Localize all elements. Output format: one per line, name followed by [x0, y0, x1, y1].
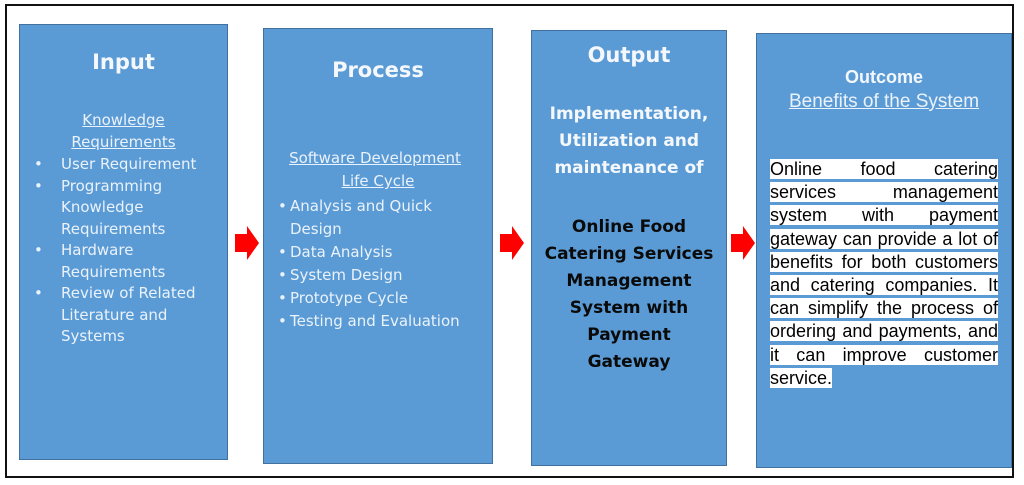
bullet-icon: • [34, 176, 43, 195]
process-list-item: • Testing and Evaluation [278, 310, 490, 333]
input-list-item: • User Requirement [34, 154, 224, 176]
input-list-item: • Hardware Requirements [34, 241, 166, 281]
process-subtitle-line1: Software Development [289, 149, 461, 167]
output-system-name: Online Food Catering Services Management… [544, 217, 714, 372]
process-list-item: • Analysis and Quick Design [278, 197, 432, 238]
input-list-item: • Programming Knowledge Requirements [34, 176, 166, 238]
bullet-icon: • [278, 243, 287, 261]
output-intro: Implementation, Utilization and maintena… [549, 104, 709, 178]
outcome-subtitle: Benefits of the System [788, 91, 980, 112]
outcome-description-text: Online food catering services management… [770, 159, 998, 388]
outcome-description: Online food catering services management… [770, 158, 998, 390]
bullet-icon: • [34, 284, 43, 302]
input-subtitle-line1: Knowledge [82, 111, 165, 129]
process-list-item: • Prototype Cycle [278, 287, 490, 310]
bullet-icon: • [278, 266, 287, 284]
process-subtitle-line2: Life Cycle [341, 172, 415, 190]
bullet-icon: • [278, 197, 287, 215]
bullet-icon: • [34, 155, 43, 173]
input-title: Input [92, 50, 155, 74]
right-arrow-icon [731, 226, 755, 260]
input-list-item: • Review of Related Literature and Syste… [34, 284, 196, 345]
process-list-item: • System Design [278, 264, 490, 287]
input-bullet-list: • User Requirement • Programming Knowled… [34, 154, 224, 348]
input-subtitle-line2: Requirements [71, 133, 176, 151]
process-list-item: • Data Analysis [278, 241, 490, 264]
output-box: Output Implementation, Utilization and m… [531, 30, 727, 466]
bullet-icon: • [278, 289, 287, 307]
input-box: Input Knowledge Requirements • User Requ… [19, 24, 228, 460]
bullet-icon: • [34, 241, 43, 259]
outcome-box: Outcome Benefits of the System Online fo… [756, 33, 1012, 468]
bullet-icon: • [278, 312, 287, 330]
process-bullet-list: • Analysis and Quick Design • Data Analy… [278, 195, 490, 333]
outcome-title: Outcome [844, 67, 923, 87]
output-title: Output [587, 43, 671, 67]
right-arrow-icon [500, 226, 524, 260]
right-arrow-icon [235, 226, 259, 260]
process-title: Process [332, 58, 424, 82]
process-box: Process Software Development Life Cycle … [263, 28, 493, 464]
